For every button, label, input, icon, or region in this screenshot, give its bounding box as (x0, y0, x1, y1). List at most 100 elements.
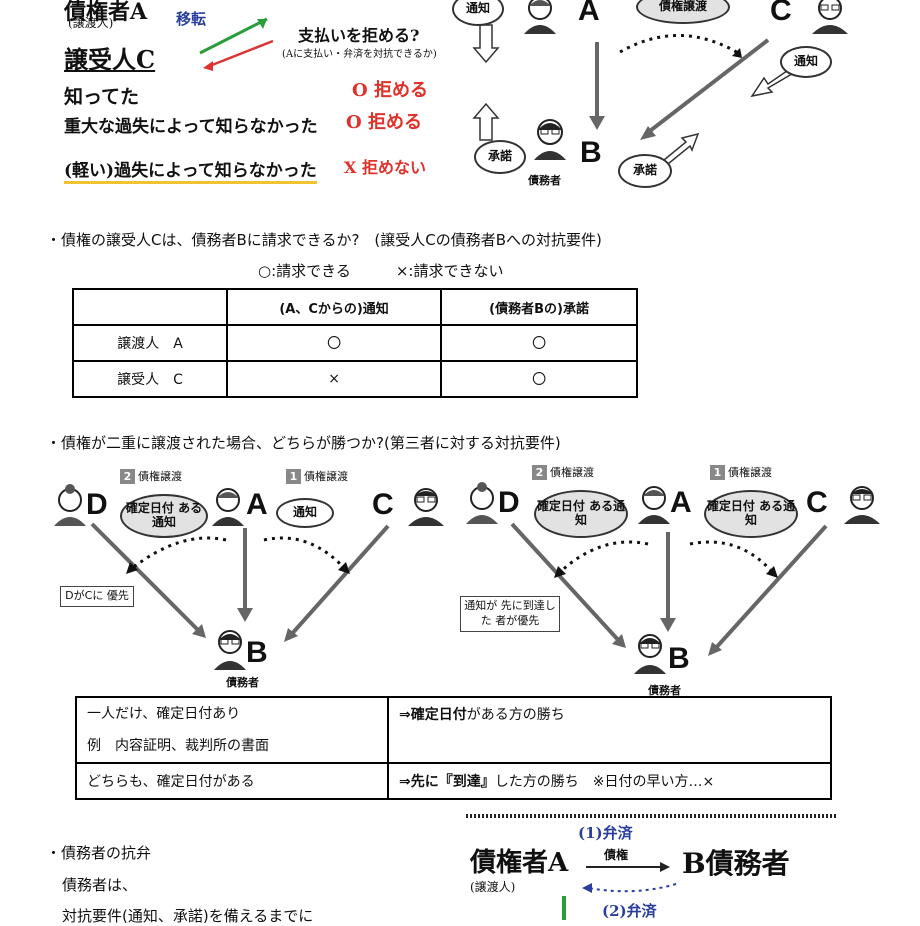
avatar-a-right (636, 482, 672, 528)
avatar-b-top (530, 116, 570, 164)
note-row-3: (軽い)過失によって知らなかった (64, 156, 317, 184)
bubble-notice-left: 通知 (276, 498, 334, 528)
table-cell: 譲受人 C (72, 360, 228, 398)
note-arrow-word: 移転 (176, 10, 207, 28)
label-d-right: D (498, 486, 520, 519)
note-row-1: 知ってた (64, 86, 140, 108)
step-number: 1 (286, 468, 301, 484)
note-assignor: 債権者A (64, 0, 148, 25)
bubble-acceptance-left: 承諾 (474, 140, 526, 174)
table-header-cell: (債務者Bの)承諾 (440, 288, 638, 326)
section3-heading: ・債務者の抗弁 (46, 844, 152, 862)
step-number: 1 (710, 464, 725, 480)
label-debtor-right: 債務者 (648, 684, 681, 697)
section1-heading: ・債権の譲受人Cは、債務者Bに請求できるか? (譲受人Cの債務者Bへの対抗要件) (46, 231, 602, 249)
avatar-b-right (632, 632, 668, 678)
note-claim-arrow (586, 862, 670, 872)
table-row: 譲渡人 A 〇 〇 (72, 324, 638, 362)
table-cell: 一人だけ、確定日付あり 例 内容証明、裁判所の書面 (75, 696, 389, 764)
avatar-c-top (808, 0, 852, 40)
label-debtor-left: 債務者 (226, 676, 259, 689)
note-green-bar (562, 896, 566, 920)
section2-heading: ・債権が二重に譲渡された場合、どちらが勝つか?(第三者に対する対抗要件) (46, 434, 561, 452)
diagram-top-arrows (472, 24, 803, 166)
section3-line1: 債務者は、 (62, 876, 138, 894)
step-number: 2 (120, 468, 135, 484)
notes-top: 債権者A (譲渡人) 移転 譲受人C 支払いを拒める? (Aに支払い・弁済を対抗… (0, 0, 450, 200)
table-header-cell (72, 288, 228, 326)
label-a-top: A (578, 0, 600, 27)
note-step-1: (1)弁済 (578, 824, 633, 842)
notebook-rings (466, 814, 836, 818)
label-b-left: B (246, 636, 268, 669)
note-assignee: 譲受人C (64, 45, 156, 74)
note-row-3-mark: X 拒めない (344, 158, 427, 177)
avatar-c-left (406, 484, 446, 530)
step-number: 2 (532, 464, 547, 480)
table-row: 譲受人 C × 〇 (72, 360, 638, 398)
label-debtor-top: 債務者 (528, 174, 561, 187)
bubble-dated-notice-right-a: 確定日付 ある通知 (534, 490, 628, 538)
table-cell: 譲渡人 A (72, 324, 228, 362)
avatar-d-left (52, 484, 88, 530)
label-a-left: A (246, 488, 268, 521)
table-header-cell: (A、Cからの)通知 (225, 288, 443, 326)
note-question: 支払いを拒める? (298, 26, 420, 45)
note-question-sub: (Aに支払い・弁済を対抗できるか) (282, 49, 437, 60)
notes-bottom: (1)弁済 債権者A (譲渡人) 債権 B債務者 (2)弁済 (466, 812, 836, 920)
table-cell: × (225, 360, 443, 398)
label-c-right: C (806, 486, 828, 519)
label-c-top: C (770, 0, 792, 27)
priority-box-right: 通知が 先に到達した 者が優先 (460, 596, 560, 632)
priority-box-left: DがCに 優先 (60, 586, 134, 607)
label-b-right: B (668, 642, 690, 675)
section3-line2: 対抗要件(通知、承諾)を備えるまでに (62, 907, 314, 925)
label-d-left: D (86, 488, 108, 521)
note-row-2-mark: O 拒める (346, 112, 422, 133)
bubble-dated-notice-left: 確定日付 ある通知 (120, 494, 208, 538)
note-creditor-sub: (譲渡人) (470, 880, 516, 894)
bubble-dated-notice-right-c: 確定日付 ある通知 (704, 490, 798, 538)
bubble-notice-top: 通知 (452, 0, 504, 26)
table-row: どちらも、確定日付がある ⇒先に『到達』した方の勝ち ※日付の早い方…× (75, 762, 832, 800)
label-a-right: A (670, 486, 692, 519)
note-debtor: B債務者 (682, 847, 790, 880)
note-row-1-mark: O 拒める (352, 80, 428, 101)
diagram-top: 通知 A 債権譲渡 C 通知 承諾 債務者 B 承諾 (450, 0, 920, 200)
diagram-left-arrows (90, 522, 390, 642)
avatar-b-left (212, 628, 248, 674)
avatar-d-right (464, 482, 500, 528)
note-dotted-arrow (582, 883, 677, 893)
note-claim: 債権 (604, 848, 629, 862)
table-cell: ⇒確定日付がある方の勝ち (387, 696, 832, 764)
table-cell: 〇 (225, 324, 443, 362)
table-cell: ⇒先に『到達』した方の勝ち ※日付の早い方…× (387, 762, 832, 800)
bubble-acceptance-right: 承諾 (618, 154, 672, 188)
note-arrows (199, 17, 274, 71)
diagram-right-arrows (510, 522, 828, 656)
bubble-notice-c: 通知 (780, 46, 832, 78)
avatar-a-left (210, 484, 246, 530)
note-assignor-sub: (譲渡人) (68, 16, 114, 30)
note-row-2: 重大な過失によって知らなかった (64, 117, 318, 137)
table-header-row: (A、Cからの)通知 (債務者Bの)承諾 (72, 288, 638, 326)
section1-table: (A、Cからの)通知 (債務者Bの)承諾 譲渡人 A 〇 〇 譲受人 C × 〇 (72, 288, 638, 398)
section1-legend: ○:請求できる ×:請求できない (258, 262, 504, 280)
table-cell: どちらも、確定日付がある (75, 762, 389, 800)
section2-table: 一人だけ、確定日付あり 例 内容証明、裁判所の書面 ⇒確定日付がある方の勝ち ど… (75, 696, 832, 800)
table-row: 一人だけ、確定日付あり 例 内容証明、裁判所の書面 ⇒確定日付がある方の勝ち (75, 696, 832, 764)
note-step-2: (2)弁済 (602, 902, 657, 920)
label-c-left: C (372, 488, 394, 521)
table-cell: 〇 (440, 360, 638, 398)
note-creditor: 債権者A (470, 848, 569, 878)
avatar-a-top (520, 0, 560, 40)
avatar-c-right (842, 482, 882, 528)
label-b-top: B (580, 136, 602, 169)
table-cell: 〇 (440, 324, 638, 362)
